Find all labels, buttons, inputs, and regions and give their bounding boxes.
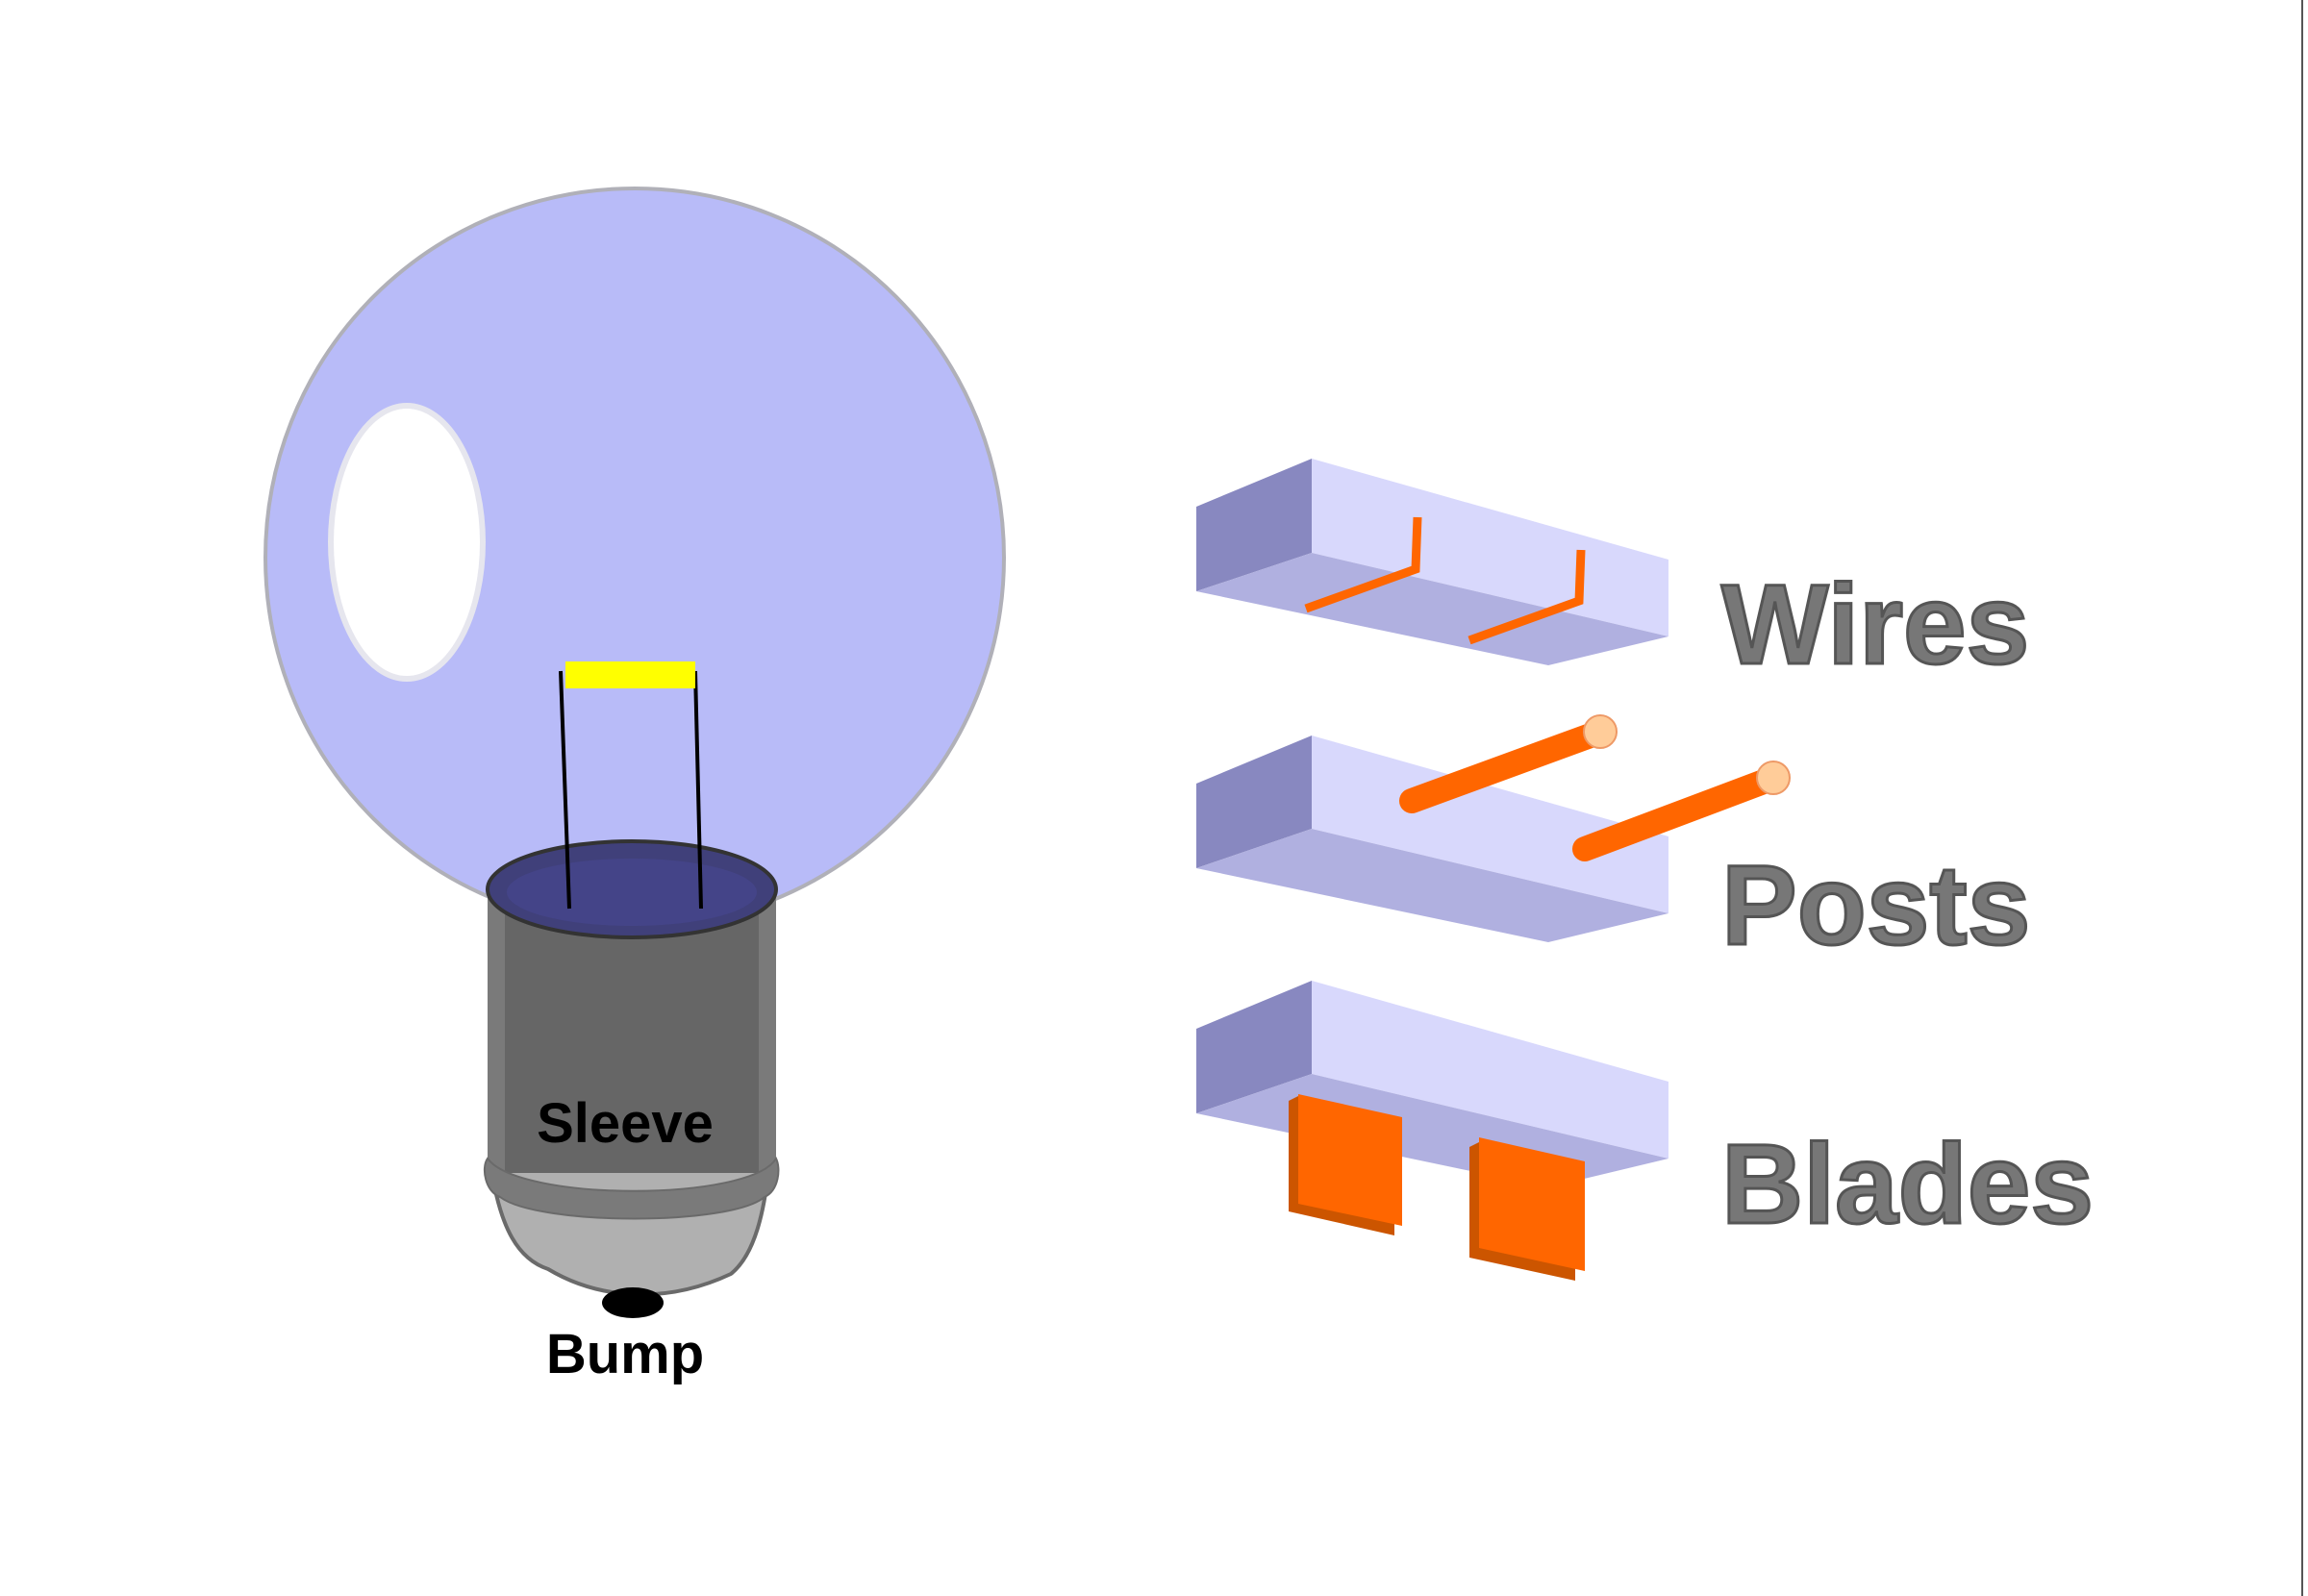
- filament: [565, 661, 695, 688]
- post-contact-1: [1399, 720, 1611, 813]
- sleeve-top-inner: [507, 859, 757, 926]
- wires-block-side: [1196, 459, 1312, 591]
- post-tip-2: [1756, 761, 1791, 795]
- blade-contact-2: [1479, 1137, 1585, 1271]
- posts-label: Posts: [1721, 842, 2030, 969]
- blade-contact-1: [1298, 1094, 1402, 1226]
- sleeve-label: Sleeve: [537, 1092, 714, 1155]
- sleeve-edge-left: [488, 894, 505, 1173]
- blades-block-side: [1196, 981, 1312, 1113]
- bump-label: Bump: [546, 1323, 704, 1385]
- lead-wire-left: [559, 670, 571, 910]
- lead-wire-right: [693, 670, 703, 910]
- posts-block-bottom: [1196, 829, 1668, 942]
- posts-block-top: [1312, 736, 1668, 913]
- wire-contact-1: [1304, 516, 1422, 613]
- posts-base-icon: Posts: [1196, 714, 2032, 971]
- wires-base-icon: Wires: [1196, 459, 2031, 690]
- wires-block-bottom: [1196, 553, 1668, 665]
- wire-contact-2: [1468, 549, 1586, 645]
- light-bulb-icon: Sleeve Bump: [263, 187, 1006, 1385]
- blades-base-icon: Blades: [1196, 981, 2095, 1281]
- posts-block-side: [1196, 736, 1312, 868]
- post-tip-1: [1583, 714, 1618, 749]
- sleeve-lower-rim: [483, 1156, 780, 1220]
- glass-highlight: [328, 403, 486, 682]
- bump-contact-icon: [602, 1287, 664, 1318]
- blades-label: Blades: [1721, 1121, 2094, 1248]
- wires-label: Wires: [1721, 561, 2029, 688]
- sleeve-edge-right: [759, 894, 776, 1173]
- post-contact-2: [1572, 766, 1784, 861]
- blades-block-top: [1312, 981, 1668, 1159]
